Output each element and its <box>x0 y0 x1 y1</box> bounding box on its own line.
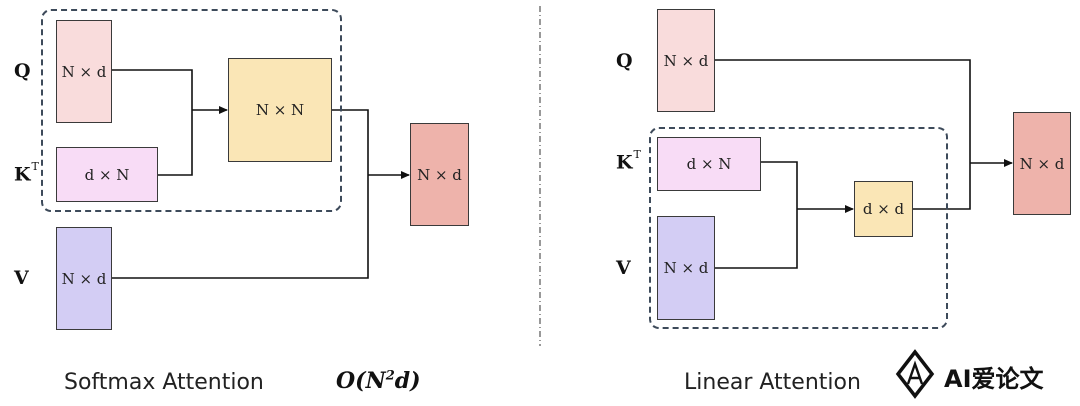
linear-kv-box: d × d <box>854 181 913 237</box>
softmax-output-box: N × d <box>410 123 469 226</box>
watermark-text: AI爱论文 <box>944 365 1044 393</box>
watermark-logo-icon <box>895 349 935 399</box>
softmax-complexity: O(N2d) <box>336 368 421 394</box>
linear-v-box: N × d <box>657 216 715 320</box>
linear-k-label: KT <box>616 148 641 174</box>
linear-output-box: N × d <box>1013 112 1071 215</box>
softmax-dashed-group <box>41 9 342 212</box>
linear-connectors <box>714 59 1013 269</box>
softmax-attention-matrix-box: N × N <box>228 58 332 162</box>
linear-q-box: N × d <box>657 9 715 112</box>
linear-v-label: V <box>616 257 631 279</box>
softmax-v-label: V <box>14 267 29 289</box>
softmax-k-box: d × N <box>56 147 158 202</box>
linear-caption: Linear Attention <box>684 370 861 395</box>
softmax-q-box: N × d <box>56 20 112 123</box>
linear-q-label: Q <box>616 50 633 72</box>
linear-k-box: d × N <box>657 137 761 191</box>
softmax-caption: Softmax Attention <box>64 370 264 395</box>
softmax-connectors <box>111 69 410 279</box>
softmax-v-box: N × d <box>56 227 112 330</box>
softmax-q-label: Q <box>14 60 31 82</box>
linear-dashed-group <box>649 127 948 329</box>
softmax-k-label: KT <box>14 160 39 186</box>
